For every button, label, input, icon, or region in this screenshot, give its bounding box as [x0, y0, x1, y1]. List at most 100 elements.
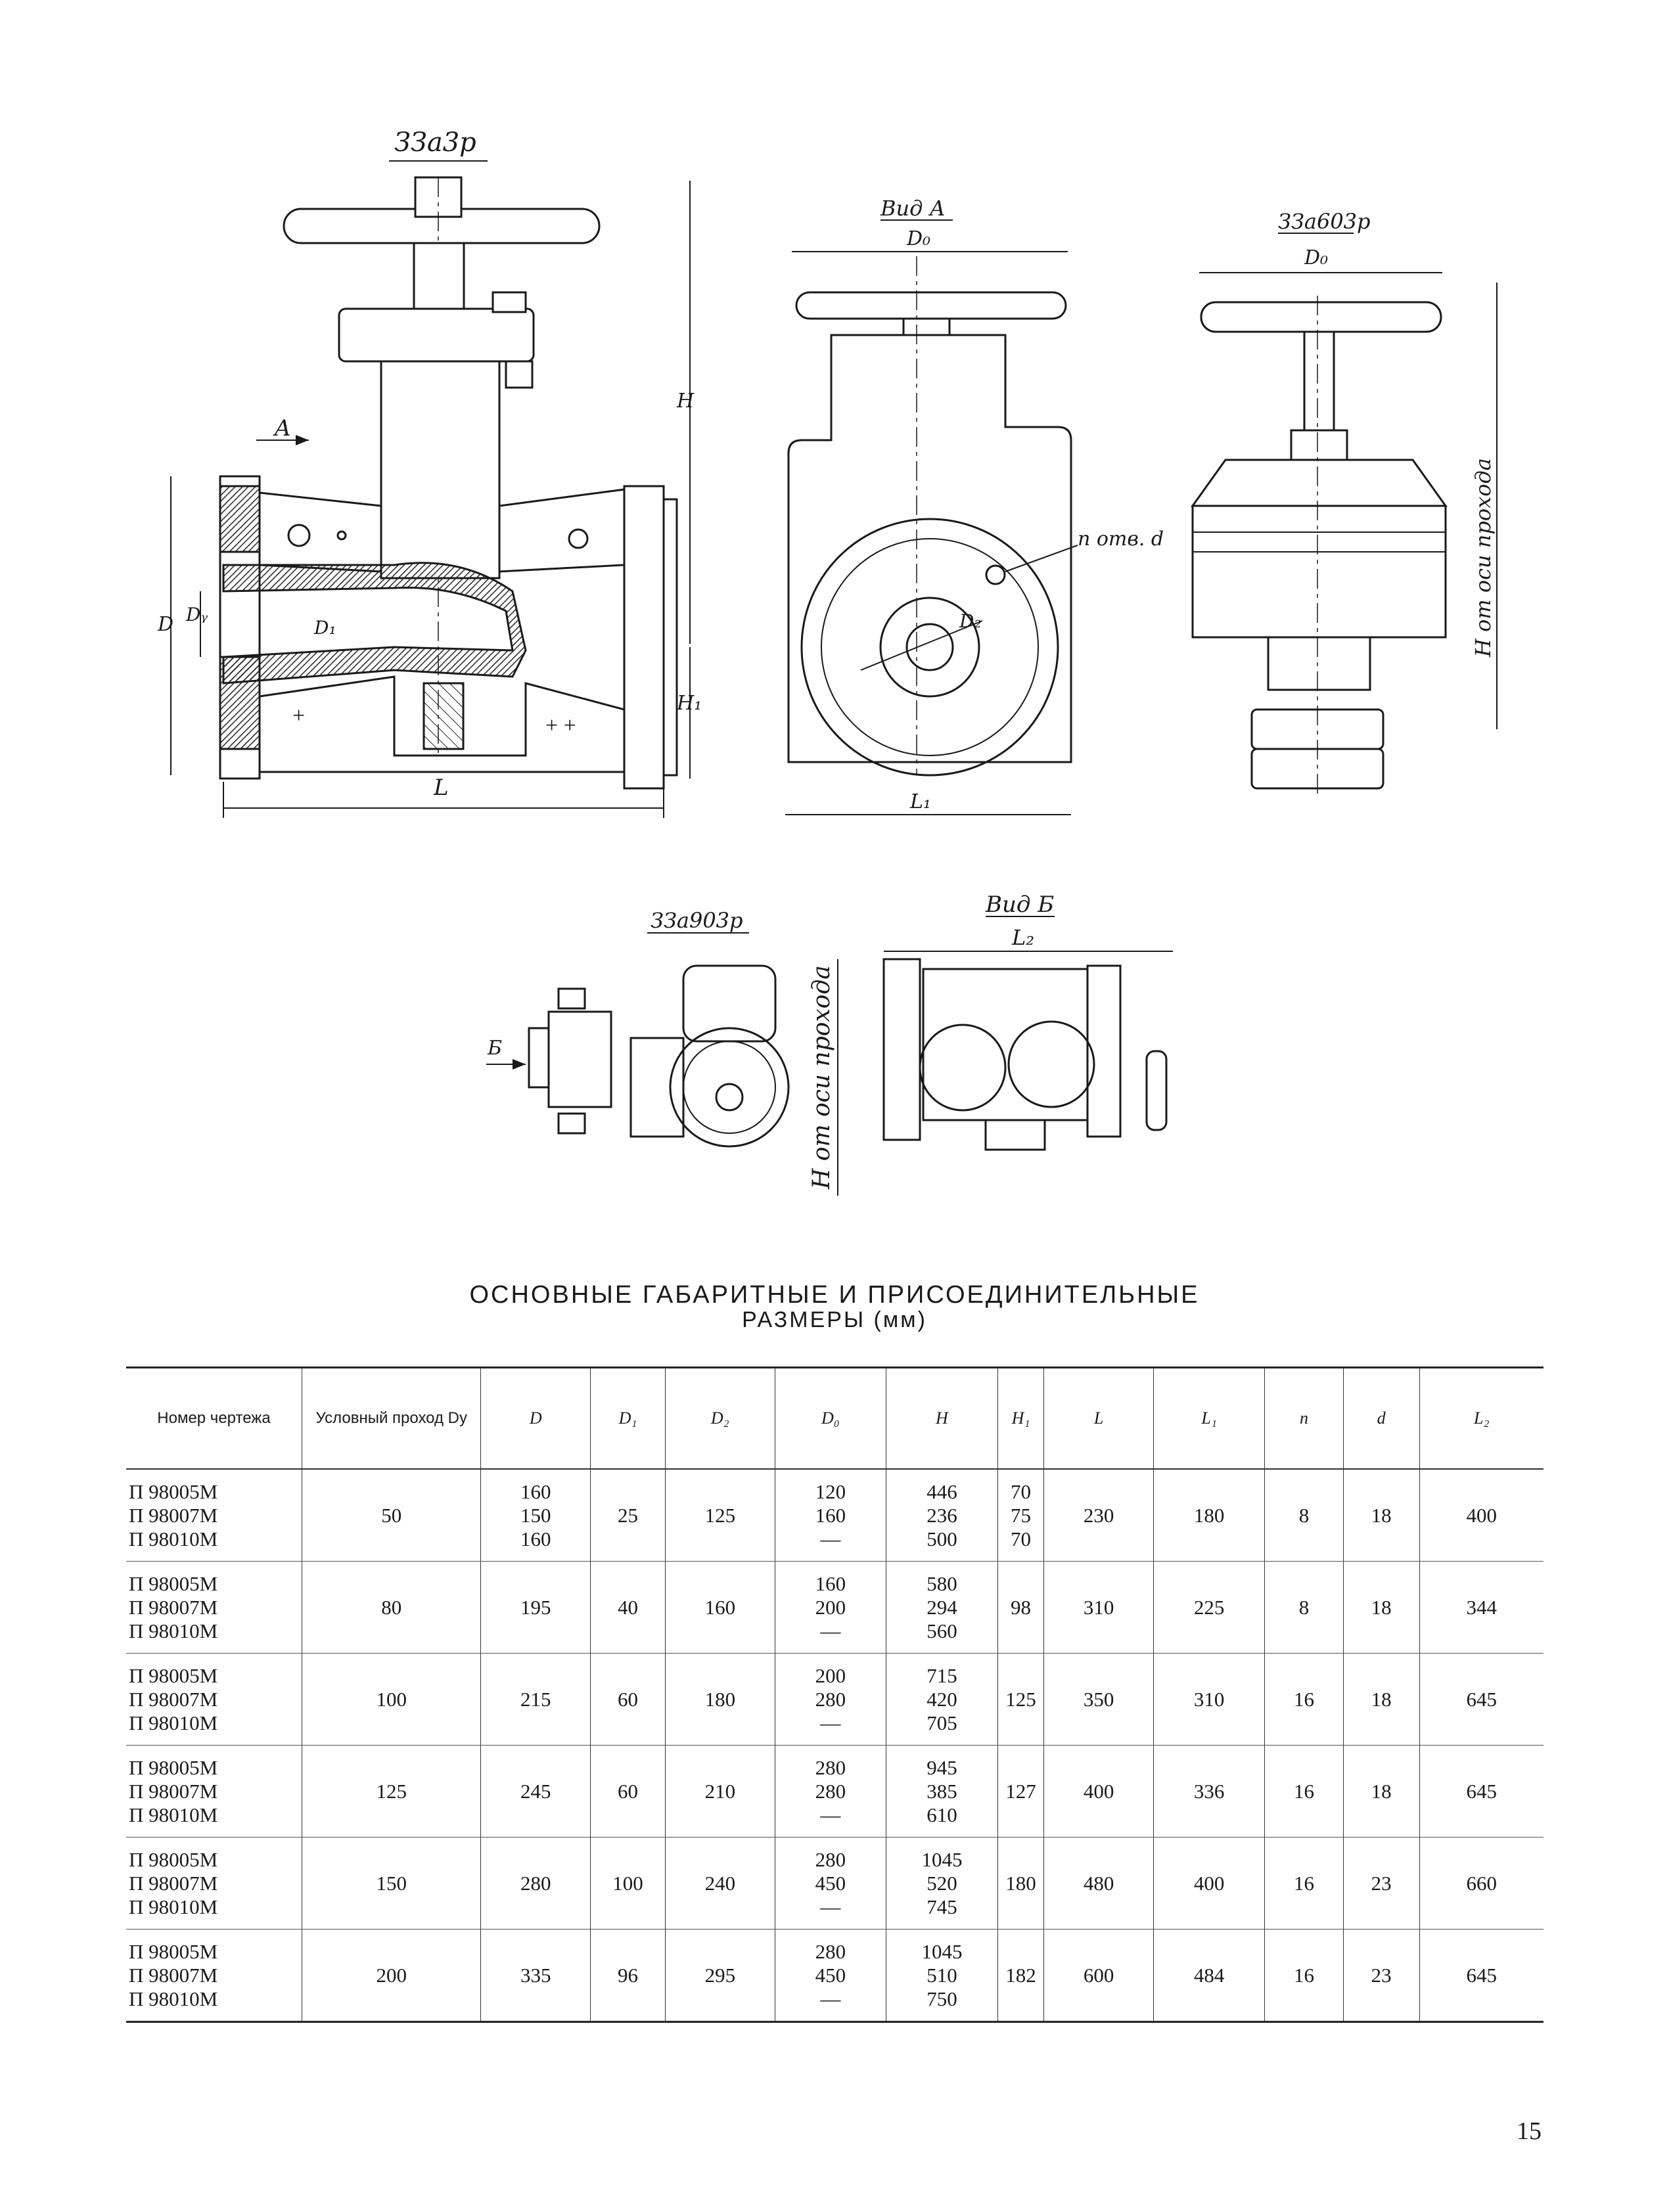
drawing-numbers-line: П 98010М: [129, 1527, 218, 1550]
value-d2: 160: [665, 1561, 775, 1654]
value-d0-line: —: [820, 1711, 841, 1734]
value-d0-line: 280: [815, 1755, 846, 1779]
dimensions-table: Номер чертежа Условный проход Dу D D₁ D₂…: [126, 1368, 1543, 2023]
value-d0-line: 450: [815, 1963, 846, 1987]
value-d2: 125: [665, 1469, 775, 1562]
value-d-line: 215: [520, 1687, 551, 1711]
label-view-b: Вид Б: [985, 892, 1054, 918]
value-h-line: 1045: [921, 1939, 963, 1963]
dim-l: L: [433, 775, 449, 801]
page-number: 15: [1517, 2117, 1542, 2145]
dim-h1: H₁: [676, 692, 702, 715]
table-title-line2: РАЗМЕРЫ (мм): [742, 1307, 927, 1332]
header-n: n: [1264, 1368, 1344, 1470]
value-l: 400: [1043, 1745, 1154, 1838]
value-d0-line: 200: [815, 1595, 846, 1619]
value-d: 195: [480, 1561, 591, 1654]
value-small-d: 23: [1342, 1837, 1420, 1930]
drawings-svg: + + +: [157, 127, 1498, 1196]
drawing-numbers-line: П 98007М: [129, 1687, 218, 1711]
nominal-bore: 125: [301, 1745, 481, 1838]
value-l1: 310: [1153, 1653, 1265, 1746]
value-h1: 182: [997, 1929, 1044, 2023]
value-h-line: 945: [926, 1755, 957, 1779]
dim-l1: L₁: [909, 790, 931, 813]
value-d-line: 335: [520, 1963, 551, 1987]
value-h-line: 294: [926, 1595, 957, 1619]
value-d0-line: —: [820, 1619, 841, 1642]
value-h-line: 520: [926, 1871, 957, 1895]
drawing-numbers-line: П 98007М: [129, 1871, 218, 1895]
nominal-bore: 150: [301, 1837, 481, 1930]
value-l1: 180: [1153, 1469, 1265, 1562]
value-h-line: 705: [926, 1711, 957, 1734]
header-l2: L₂: [1419, 1368, 1543, 1470]
value-d0-line: 450: [815, 1871, 846, 1895]
value-d0-line: 280: [815, 1847, 846, 1871]
header-drawing-number: Номер чертежа: [126, 1368, 302, 1470]
header-d0: D₀: [774, 1368, 886, 1470]
value-h-line: 560: [926, 1619, 957, 1642]
header-nominal-bore: Условный проход Dу: [301, 1368, 481, 1470]
value-l: 230: [1043, 1469, 1154, 1562]
value-d0-line: —: [820, 1527, 841, 1550]
value-d1: 100: [590, 1837, 666, 1930]
value-l1: 400: [1153, 1837, 1265, 1930]
value-d: 215: [480, 1653, 591, 1746]
drawing-numbers-line: П 98010М: [129, 1711, 218, 1734]
value-d0-line: 160: [815, 1571, 846, 1595]
drawing-numbers-line: П 98005М: [129, 1939, 218, 1963]
value-h-line: 446: [926, 1479, 957, 1503]
value-h-line: 1045: [921, 1847, 963, 1871]
value-d0-line: 280: [815, 1687, 846, 1711]
value-d-line: 280: [520, 1871, 551, 1895]
value-d2: 210: [665, 1745, 775, 1838]
label-33a903r: ЗЗа903р: [651, 908, 743, 933]
drawing-valve-33a603r: [1191, 233, 1498, 798]
value-d0-line: 280: [815, 1939, 846, 1963]
value-d1: 96: [590, 1929, 666, 2023]
value-h1-line: 70: [1011, 1527, 1032, 1550]
value-l2: 645: [1419, 1653, 1543, 1746]
drawing-numbers-line: П 98005М: [129, 1755, 218, 1779]
value-h-line: 236: [926, 1503, 957, 1527]
value-h-line: 500: [926, 1527, 957, 1550]
drawing-numbers-line: П 98010М: [129, 1803, 218, 1826]
value-d0-line: 120: [815, 1479, 846, 1503]
value-l2: 400: [1419, 1469, 1543, 1562]
drawing-numbers-line: П 98007М: [129, 1779, 218, 1803]
value-h1-line: 75: [1011, 1503, 1032, 1527]
value-h-line: 715: [926, 1663, 957, 1687]
svg-text:+: +: [292, 704, 305, 728]
value-d0-line: 200: [815, 1663, 846, 1687]
drawing-numbers-line: П 98005М: [129, 1571, 218, 1595]
drawing-view-b: [882, 916, 1173, 1151]
value-l2: 645: [1419, 1745, 1543, 1838]
dim-h: H: [676, 390, 695, 413]
value-l2: 645: [1419, 1929, 1543, 2023]
value-l1: 336: [1153, 1745, 1265, 1838]
value-h1: 127: [997, 1745, 1044, 1838]
drawing-numbers-line: П 98007М: [129, 1963, 218, 1987]
nominal-bore: 200: [301, 1929, 481, 2023]
header-l: L: [1043, 1368, 1154, 1470]
value-h1: 180: [997, 1837, 1044, 1930]
nominal-bore: 100: [301, 1653, 481, 1746]
dim-d: D: [157, 613, 173, 636]
svg-text:+ +: + +: [545, 713, 576, 738]
value-h1-line: 70: [1011, 1479, 1032, 1503]
value-d-line: 245: [520, 1779, 551, 1803]
dim-dy: Dᵧ: [185, 604, 208, 625]
nominal-bore: 80: [301, 1561, 481, 1654]
